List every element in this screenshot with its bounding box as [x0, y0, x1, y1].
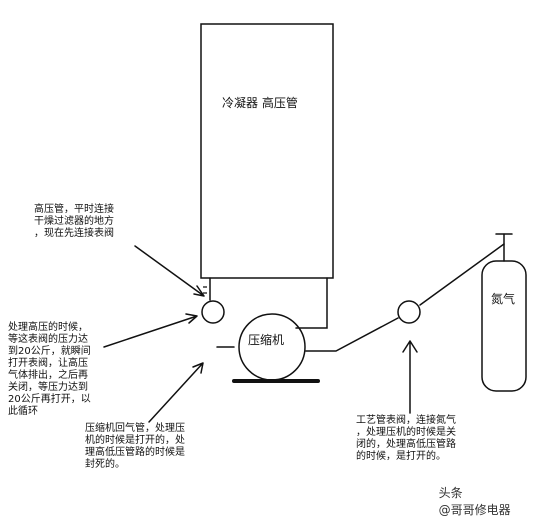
high-pressure-tube-marks: [203, 286, 207, 294]
arrow-to-process-valve: [402, 340, 418, 414]
high-pressure-gauge-valve: [201, 300, 225, 324]
watermark: 头条 @哥哥修电器: [431, 470, 511, 518]
arrow-to-high-pressure-valve: [103, 313, 198, 348]
process-pipe: [305, 317, 399, 352]
compressor-body: [238, 313, 306, 381]
nitrogen-tank-label: 氮气: [491, 292, 516, 306]
arrow-to-suction-pipe: [148, 362, 204, 423]
watermark-prefix: 头条: [438, 486, 463, 500]
condenser-label: 冷凝器 高压管: [222, 96, 298, 110]
arrow-to-high-pressure-tube: [134, 245, 205, 297]
compressor-label: 压缩机: [248, 333, 285, 347]
watermark-handle: @哥哥修电器: [438, 503, 511, 517]
nitrogen-tank: [481, 260, 527, 392]
note-high-pressure-pipe: 高压管，平时连接 干燥过滤器的地方 ，现在先连接表阀: [34, 204, 114, 239]
process-pipe-gauge-valve: [397, 300, 421, 324]
refrigeration-diagram: [103, 23, 527, 423]
note-process-cycle: 处理高压的时候， 等这表阀的压力达 到20公斤，就瞬间 打开表阀，让高压 气体排…: [8, 322, 91, 417]
note-suction-pipe: 压缩机回气管，处理压 机的时候是打开的，处 理高低压管路的时候是 封死的。: [85, 423, 185, 470]
note-process-pipe-valve: 工艺管表阀，连接氮气 ，处理压机的时候是关 闭的，处理高低压管路 的时候，是打开…: [356, 415, 456, 462]
condenser-box: [200, 23, 334, 279]
condenser-to-compressor-tube: [295, 277, 328, 329]
